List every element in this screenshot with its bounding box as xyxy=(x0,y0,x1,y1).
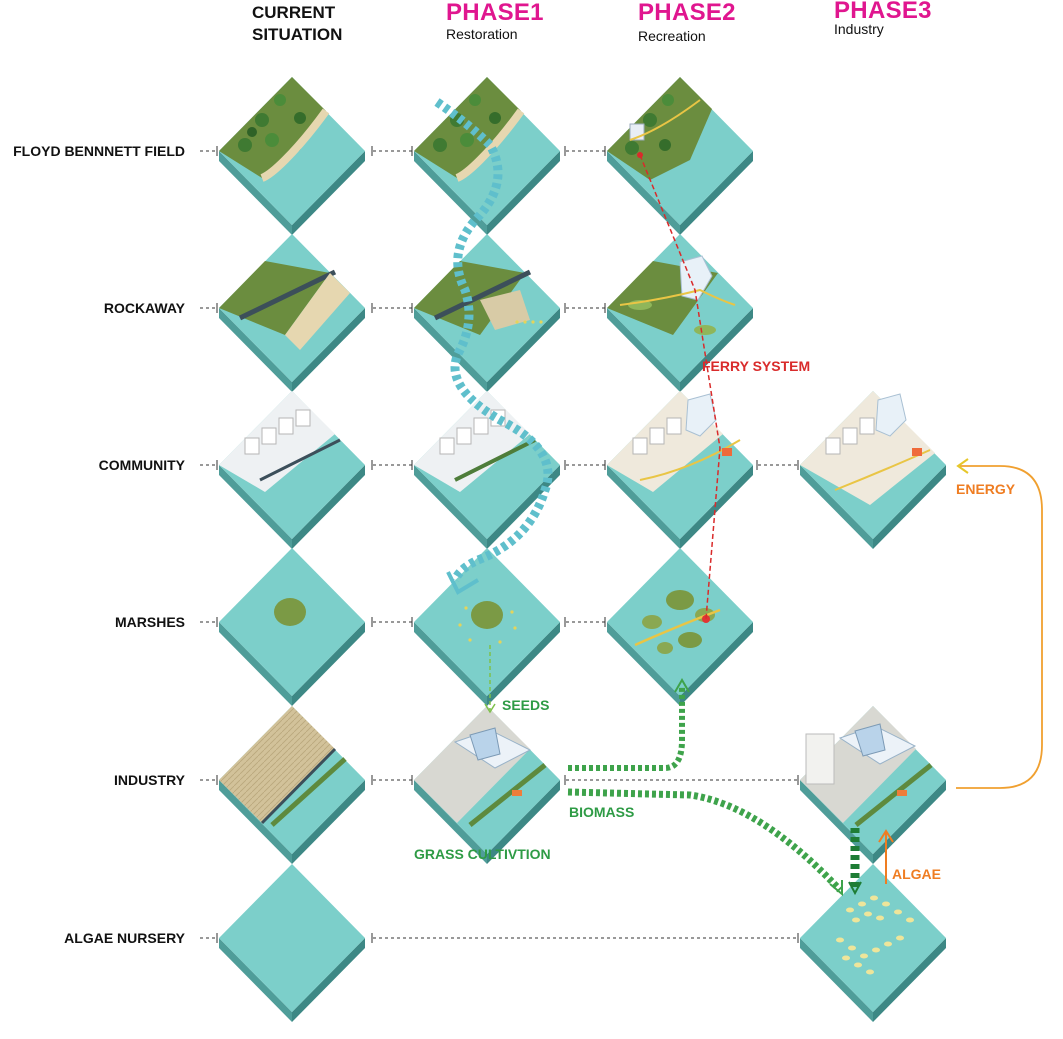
tile-rockaway-current xyxy=(219,234,365,392)
header-current-line2: SITUATION xyxy=(252,25,343,44)
biomass-arrow-to-marshes xyxy=(568,678,690,771)
row-connectors xyxy=(200,146,799,943)
header-phase3: PHASE3 Industry xyxy=(834,0,932,37)
connector-row-community xyxy=(200,460,799,470)
tile-marshes-phase1 xyxy=(414,548,560,706)
row-label-algae-nursery: ALGAE NURSERY xyxy=(64,930,185,946)
phase3-subtitle: Industry xyxy=(834,21,884,37)
tile-algae-phase3 xyxy=(800,864,946,1022)
tile-community-phase3 xyxy=(800,391,946,549)
tile-marshes-current xyxy=(219,548,365,706)
header-current-situation: CURRENT SITUATION xyxy=(252,2,342,46)
tile-industry-phase3 xyxy=(800,706,946,864)
ferry-system-label: FERRY SYSTEM xyxy=(702,358,811,374)
tile-industry-phase1 xyxy=(414,706,560,864)
connector-row-industry xyxy=(200,775,799,785)
tile-floyd-phase2 xyxy=(607,77,753,235)
industry-to-algae-arrow xyxy=(848,828,862,896)
row-label-community: COMMUNITY xyxy=(98,457,185,473)
phase1-subtitle: Restoration xyxy=(446,26,518,42)
connector-row-floyd xyxy=(200,146,606,156)
connector-row-marshes xyxy=(200,617,606,627)
seeds-label: SEEDS xyxy=(502,697,550,713)
phase2-subtitle: Recreation xyxy=(638,28,706,44)
header-phase1: PHASE1 Restoration xyxy=(446,0,544,42)
phase2-title: PHASE2 xyxy=(638,0,736,26)
seeds-arrow xyxy=(484,645,496,714)
phase3-title: PHASE3 xyxy=(834,0,932,24)
tile-community-current xyxy=(219,391,365,549)
tile-algae-current xyxy=(219,864,365,1022)
row-label-floyd-bennett-field: FLOYD BENNNETT FIELD xyxy=(13,143,185,159)
algae-label: ALGAE xyxy=(892,866,941,882)
grass-cultivation-label: GRASS CULTIVTION xyxy=(414,846,551,862)
energy-loop-arrow xyxy=(956,458,1043,789)
tile-rockaway-phase1 xyxy=(414,234,560,392)
restoration-flow-arrow xyxy=(434,98,553,595)
ferry-route-line xyxy=(637,152,721,620)
header-current-line1: CURRENT xyxy=(252,3,336,22)
phase1-title: PHASE1 xyxy=(446,0,544,26)
biomass-label: BIOMASS xyxy=(569,804,635,820)
header-phase2: PHASE2 Recreation xyxy=(638,0,736,44)
tile-marshes-phase2 xyxy=(607,548,753,706)
tile-community-phase1 xyxy=(414,391,560,549)
tile-industry-current xyxy=(219,706,365,864)
connector-row-rockaway xyxy=(200,303,606,313)
tile-rockaway-phase2 xyxy=(607,234,753,392)
algae-up-arrow xyxy=(878,829,894,884)
row-label-industry: INDUSTRY xyxy=(113,772,185,788)
biomass-arrow-to-algae xyxy=(567,788,843,897)
energy-label: ENERGY xyxy=(956,481,1016,497)
tile-community-phase2 xyxy=(607,391,753,549)
tile-floyd-current xyxy=(219,77,365,235)
connector-row-algae xyxy=(200,933,799,943)
row-label-marshes: MARSHES xyxy=(114,614,185,630)
row-label-rockaway: ROCKAWAY xyxy=(103,300,185,316)
